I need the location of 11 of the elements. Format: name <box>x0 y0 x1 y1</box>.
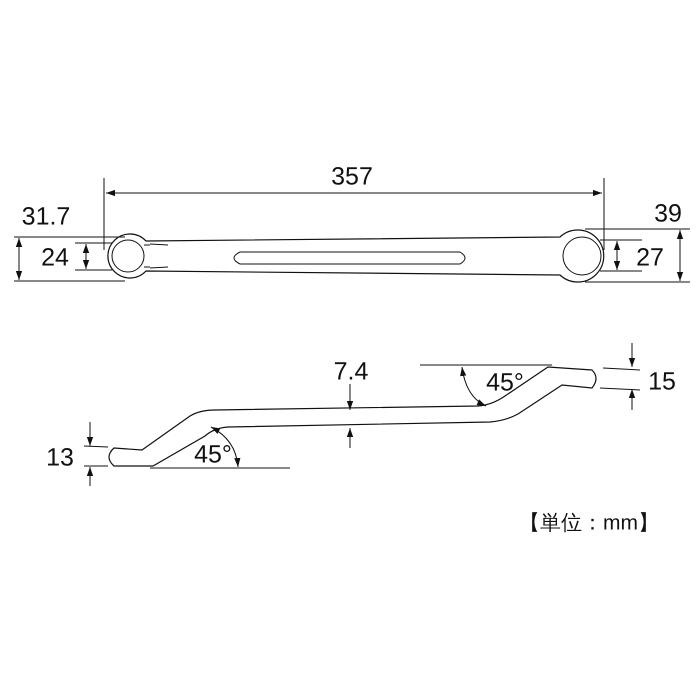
dimension-value: 39 <box>654 202 682 226</box>
angle-value: 45° <box>486 370 524 396</box>
dimension-value: 24 <box>41 246 69 270</box>
dimension-value: 13 <box>46 446 74 470</box>
dimension-value: 357 <box>331 164 373 190</box>
angle-value: 45° <box>194 442 232 468</box>
unit-note: 【単位：mm】 <box>519 512 659 534</box>
dimension-value: 31.7 <box>22 204 70 230</box>
dimension-value: 27 <box>636 246 664 270</box>
dimension-value: 15 <box>648 370 676 394</box>
dimension-value: 7.4 <box>334 360 368 384</box>
